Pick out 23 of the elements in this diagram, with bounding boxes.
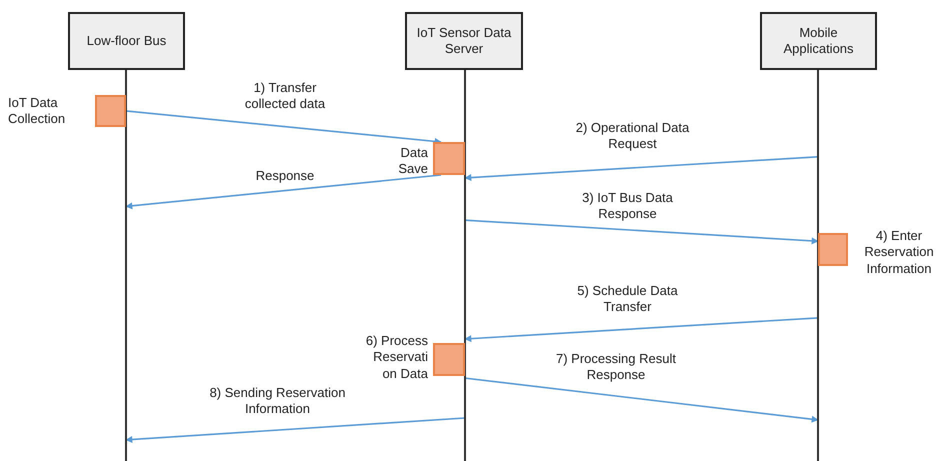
lifeline <box>817 70 819 461</box>
lifeline <box>125 70 127 461</box>
participant-box: IoT Sensor Data Server <box>405 12 523 70</box>
activation-label: 4) Enter Reservation Information <box>863 228 935 277</box>
message-arrow <box>464 377 819 423</box>
participant-box: Low-floor Bus <box>68 12 185 70</box>
activation-bar <box>433 142 465 175</box>
message-arrow <box>125 174 442 210</box>
activation-bar <box>433 343 465 376</box>
message-arrow <box>464 156 818 182</box>
edge-label: 2) Operational Data Request <box>575 120 690 152</box>
activation-label: Data Save <box>397 145 428 178</box>
activation-label: 6) Process Reservati on Data <box>364 333 428 382</box>
message-arrow <box>464 219 819 244</box>
lifeline <box>464 70 466 461</box>
activation-bar <box>95 95 126 127</box>
edge-label: 7) Processing Result Response <box>555 351 677 384</box>
activation-label: IoT Data Collection <box>8 95 66 128</box>
message-arrow <box>126 110 442 145</box>
activation-bar <box>818 233 848 266</box>
participant-box: Mobile Applications <box>760 12 877 70</box>
message-arrow <box>125 417 466 443</box>
message-arrow <box>464 317 818 342</box>
